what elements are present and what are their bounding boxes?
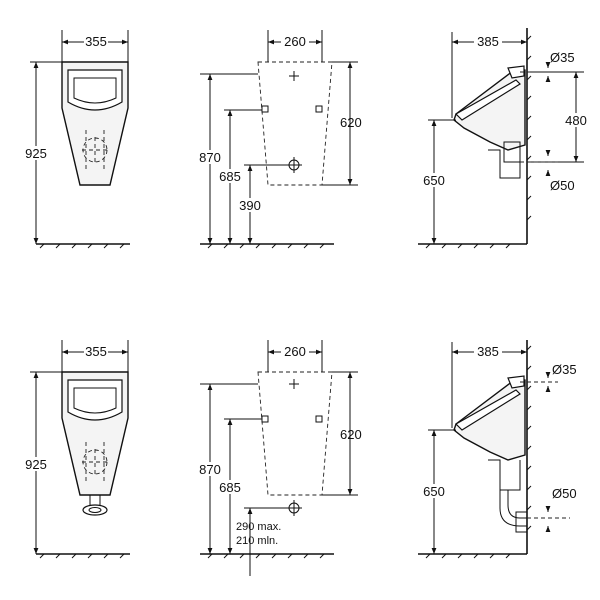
panel-min-label-bottom: 210 mln. xyxy=(236,535,278,547)
side-650-label-bottom: 650 xyxy=(423,484,445,499)
panel-width-label-top: 260 xyxy=(284,34,306,49)
front-width-label-top: 355 xyxy=(85,34,107,49)
side-650-label-top: 650 xyxy=(423,173,445,188)
side-outlet-label-bottom: Ø50 xyxy=(552,486,577,501)
side-depth-label-top: 385 xyxy=(477,34,499,49)
panel-870-label-top: 870 xyxy=(199,150,221,165)
side-inlet-label-bottom: Ø35 xyxy=(552,362,577,377)
side-outlet-label-top: Ø50 xyxy=(550,178,575,193)
side-view-top: 385 Ø35 480 Ø50 650 xyxy=(418,28,590,249)
side-depth-label-bottom: 385 xyxy=(477,344,499,359)
panel-685-label-top: 685 xyxy=(219,169,241,184)
side-480-label-top: 480 xyxy=(565,113,587,128)
front-width-label-bottom: 355 xyxy=(85,344,107,359)
mounting-panel-top: 260 870 685 390 620 xyxy=(196,30,362,249)
side-view-bottom: 385 Ø35 Ø50 650 xyxy=(418,340,577,559)
front-view-top: 355 925 xyxy=(22,30,130,249)
panel-620-label-bottom: 620 xyxy=(340,427,362,442)
side-inlet-label-top: Ø35 xyxy=(550,50,575,65)
front-view-bottom: 355 925 xyxy=(22,340,130,559)
front-height-label-top: 925 xyxy=(25,146,47,161)
panel-width-label-bottom: 260 xyxy=(284,344,306,359)
panel-685-label-bottom: 685 xyxy=(219,480,241,495)
panel-max-label-bottom: 290 max. xyxy=(236,521,281,533)
panel-390-label-top: 390 xyxy=(239,198,261,213)
panel-870-label-bottom: 870 xyxy=(199,462,221,477)
mounting-panel-bottom: 260 870 685 290 max. 210 mln. 620 xyxy=(196,340,362,576)
front-height-label-bottom: 925 xyxy=(25,457,47,472)
panel-620-label-top: 620 xyxy=(340,115,362,130)
